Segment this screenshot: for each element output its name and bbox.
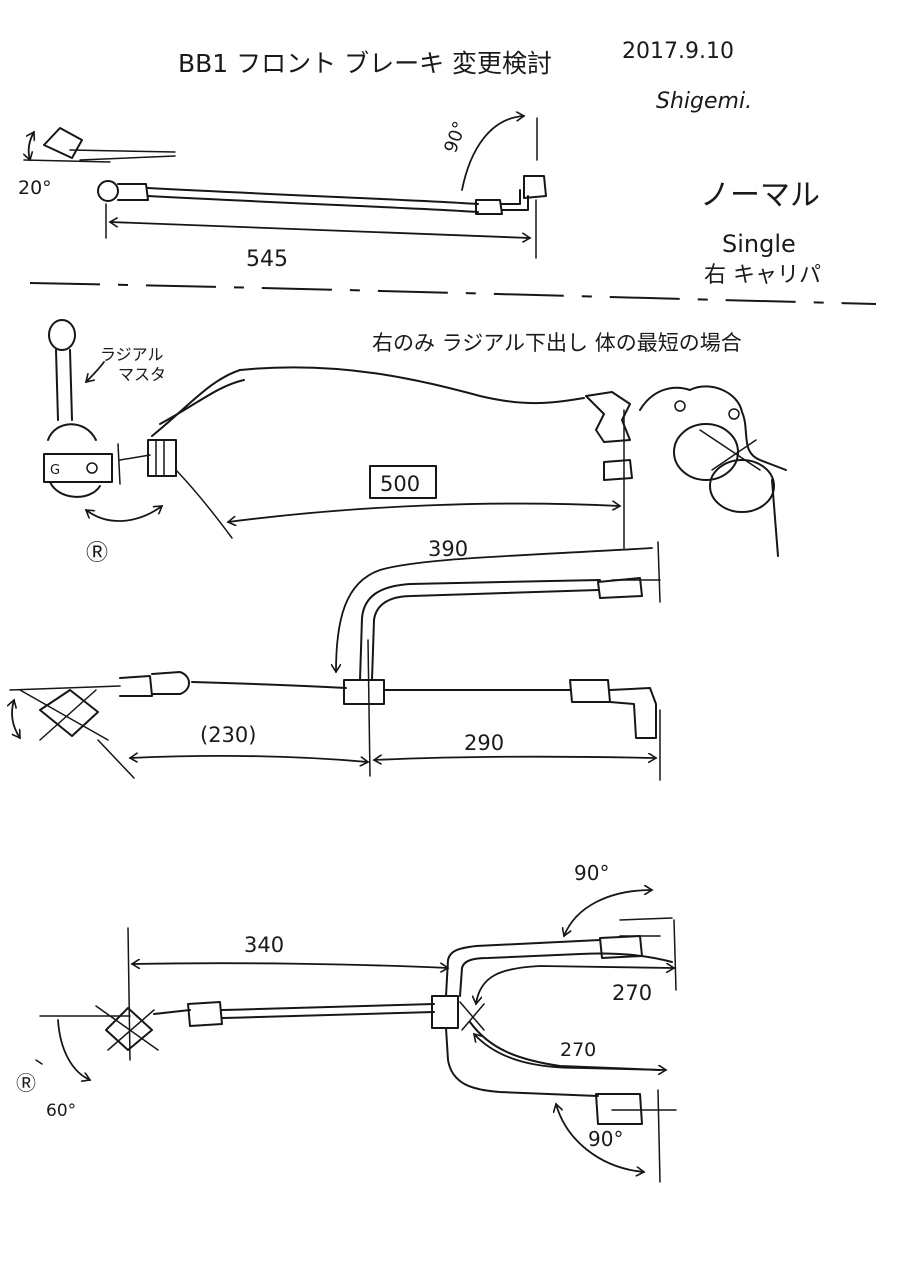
radial-angle-label: Ⓡ [86,541,108,566]
radial-master-label-2: マスタ [118,365,166,384]
normal-length: 545 [246,247,288,272]
sheet-date: 2017.9.10 [622,39,734,64]
normal-lever-angle: 20° [18,177,52,199]
sheet-author: Shigemi. [656,89,752,114]
dual-top-angle-arrow [564,890,652,936]
dual-lever-angle-2: 60° [46,1101,76,1121]
split-right-dimension [374,757,656,760]
normal-note-2: Single [722,230,796,258]
split-length-left: (230) [200,723,256,747]
svg-text:G: G [50,463,60,478]
sheet-title: BB1 フロント ブレーキ 変更検討 [178,49,552,78]
normal-hose [97,117,547,259]
radial-caliper [585,385,787,557]
radial-length-box [369,465,437,499]
split-top-arrow [336,547,653,672]
dual-length-lower: 270 [560,1039,596,1061]
normal-caliper-angle: 90° [440,119,471,156]
dual-layout: Ⓡ 60° 340 90° 270 [16,861,677,1183]
dual-angle-bottom: 90° [588,1127,623,1151]
normal-length-dimension [110,222,530,238]
radial-angle-arrow [86,505,162,522]
split-length-right: 290 [464,731,504,755]
split-lever [10,685,135,779]
dual-lower-dimension [474,1034,666,1070]
normal-caliper-angle-arrow [461,116,524,191]
dual-bottom-angle-arrow [556,1104,644,1172]
radial-length: 500 [380,472,420,496]
split-length-top: 390 [428,537,468,561]
radial-layout: G ラジアル マスタ Ⓡ [43,319,787,566]
radial-master-label-1: ラジアル [100,345,164,364]
dual-lever [35,927,159,1080]
normal-layout: 20° 90° 545 ノーマル Single 右 キャリパ [18,116,821,288]
section-divider [29,282,877,305]
dual-length-upper: 270 [612,981,652,1005]
normal-note-1: ノーマル [700,178,820,213]
normal-lever [24,127,176,163]
dual-upper-dimension [476,966,674,1004]
split-left-dimension [130,756,368,762]
split-layout: 390 (230) 290 [10,537,661,781]
radial-master: G [43,319,121,498]
radial-hose [119,366,585,539]
dual-main-dimension [132,963,448,968]
normal-note-3: 右 キャリパ [704,263,821,288]
radial-heading: 右のみ ラジアル下出し 体の最短の場合 [372,331,742,355]
dual-length-main: 340 [244,933,284,957]
split-hose [119,541,661,781]
radial-length-dimension [228,504,620,522]
dual-angle-top: 90° [574,861,609,885]
dual-lever-angle-1: Ⓡ [16,1071,36,1095]
